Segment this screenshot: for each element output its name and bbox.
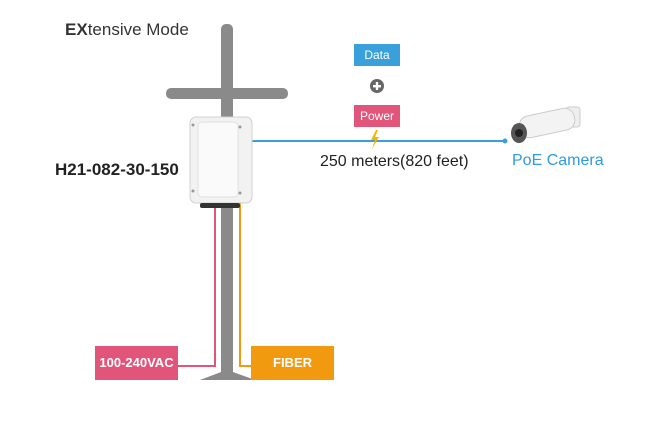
mode-title-bold: EX xyxy=(65,20,88,39)
plus-icon xyxy=(370,79,384,93)
camera-icon xyxy=(511,106,581,143)
mode-title-rest: tensive Mode xyxy=(87,20,189,39)
fiber-cable xyxy=(239,200,251,367)
model-label: H21-082-30-150 xyxy=(55,160,179,179)
lightning-icon xyxy=(371,130,379,149)
mode-title: EXtensive Mode xyxy=(65,20,189,40)
data-badge: Data xyxy=(354,44,400,66)
distance-label: 250 meters(820 feet) xyxy=(320,153,469,170)
ac-power-box: 100-240VAC xyxy=(95,346,178,380)
enclosure-device xyxy=(189,116,253,208)
power-badge: Power xyxy=(354,105,400,127)
camera-label: PoE Camera xyxy=(512,152,604,169)
fiber-box: FIBER xyxy=(251,346,334,380)
cable-connector xyxy=(502,138,508,144)
power-cable xyxy=(178,200,216,367)
